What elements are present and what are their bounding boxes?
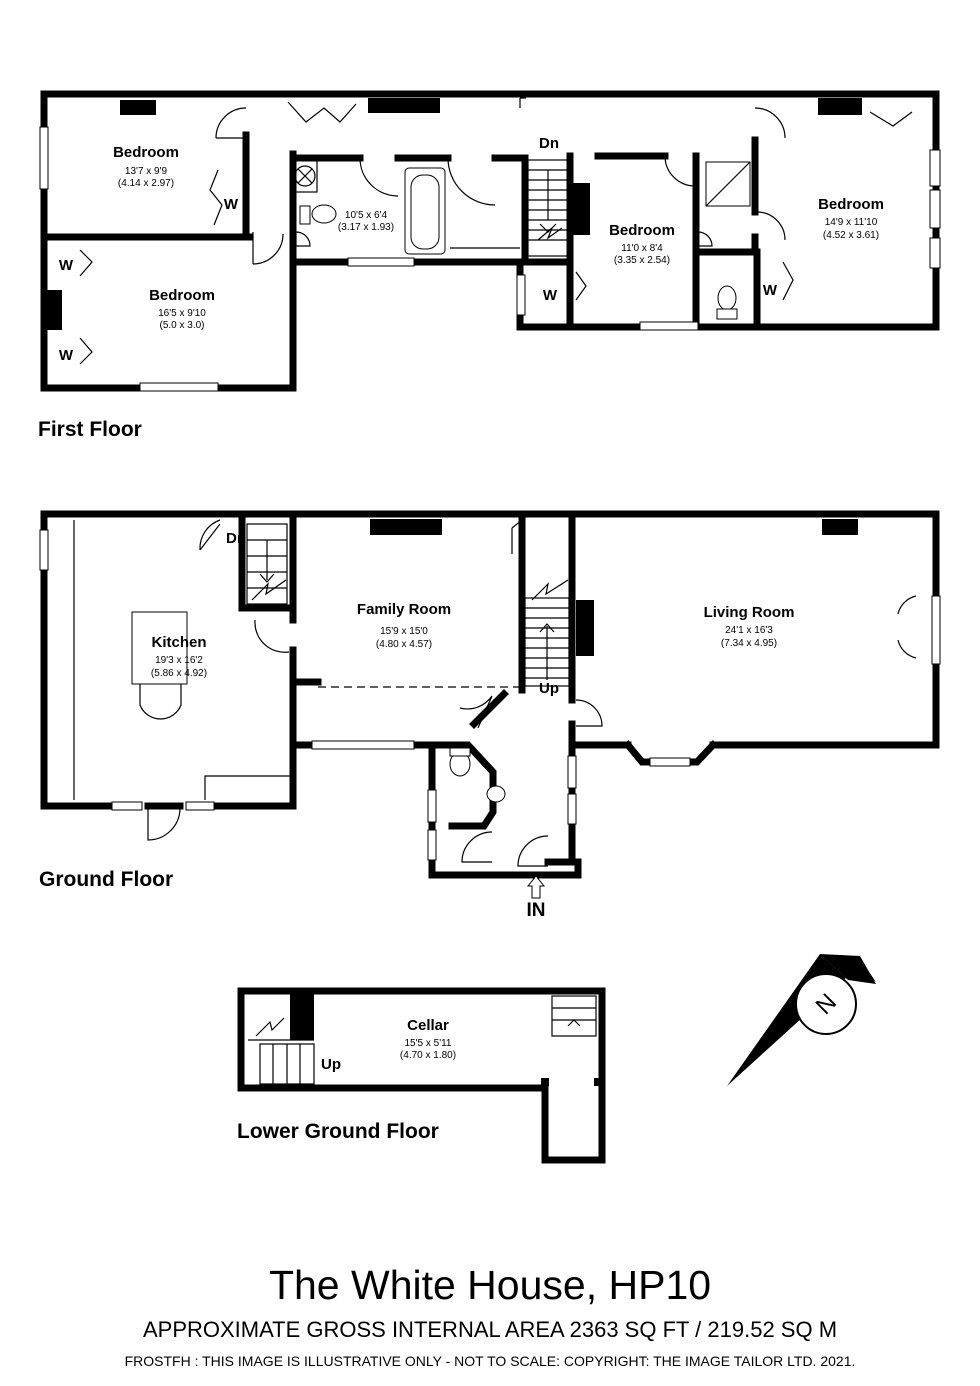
north-compass-icon: N bbox=[727, 954, 876, 1086]
wardrobe-label: W bbox=[763, 282, 778, 299]
stairs-up-label: Up bbox=[321, 1056, 341, 1073]
entrance-label: IN bbox=[527, 900, 546, 921]
room-metric-bedroom-1: (4.14 x 2.97) bbox=[118, 178, 174, 189]
ground-floor-labels: Kitchen 19'3 x 16'2 (5.86 x 4.92) Family… bbox=[151, 530, 794, 921]
first-floor-plan bbox=[39, 90, 941, 392]
room-dims-bathroom: 10'5 x 6'4 bbox=[345, 210, 388, 221]
stairs-down-label: Dn bbox=[539, 135, 559, 152]
room-dims-bedroom-1: 13'7 x 9'9 bbox=[125, 166, 168, 177]
room-name-family-room: Family Room bbox=[357, 601, 451, 618]
lower-ground-floor-plan bbox=[237, 987, 606, 1164]
room-dims-bedroom-3: 11'0 x 8'4 bbox=[621, 243, 663, 254]
floor-label-ground: Ground Floor bbox=[39, 868, 174, 891]
room-dims-family-room: 15'9 x 15'0 bbox=[380, 626, 428, 637]
room-name-cellar: Cellar bbox=[407, 1017, 449, 1034]
room-dims-kitchen: 19'3 x 16'2 bbox=[155, 655, 203, 666]
room-name-kitchen: Kitchen bbox=[151, 634, 206, 651]
room-name-bedroom-3: Bedroom bbox=[609, 222, 675, 239]
room-dims-bedroom-2: 16'5 x 9'10 bbox=[158, 308, 206, 319]
room-name-bedroom-4: Bedroom bbox=[818, 196, 884, 213]
ground-floor-plan bbox=[39, 510, 941, 899]
room-dims-living-room: 24'1 x 16'3 bbox=[725, 625, 773, 636]
wardrobe-label: W bbox=[59, 257, 74, 274]
room-name-living-room: Living Room bbox=[704, 604, 795, 621]
room-metric-living-room: (7.34 x 4.95) bbox=[721, 638, 777, 649]
room-dims-cellar: 15'5 x 5'11 bbox=[404, 1038, 451, 1049]
wardrobe-label: W bbox=[59, 347, 74, 364]
stairs-up-label: Up bbox=[539, 680, 559, 697]
wardrobe-label: W bbox=[224, 196, 239, 213]
wardrobe-label: W bbox=[543, 287, 558, 304]
room-metric-kitchen: (5.86 x 4.92) bbox=[151, 668, 207, 679]
room-name-bedroom-2: Bedroom bbox=[149, 287, 215, 304]
room-metric-bathroom: (3.17 x 1.93) bbox=[338, 222, 394, 233]
room-name-bedroom-1: Bedroom bbox=[113, 144, 179, 161]
room-metric-cellar: (4.70 x 1.80) bbox=[400, 1050, 456, 1061]
room-metric-bedroom-4: (4.52 x 3.61) bbox=[823, 230, 879, 241]
floor-label-lower-ground: Lower Ground Floor bbox=[237, 1120, 439, 1143]
copyright-disclaimer: FROSTFH : THIS IMAGE IS ILLUSTRATIVE ONL… bbox=[124, 1353, 856, 1369]
gross-area-text: APPROXIMATE GROSS INTERNAL AREA 2363 SQ … bbox=[142, 1317, 838, 1342]
stairs-down-label: Dn bbox=[226, 530, 246, 547]
first-floor-labels: Bedroom 13'7 x 9'9 (4.14 x 2.97) Bedroom… bbox=[59, 135, 884, 364]
room-metric-bedroom-2: (5.0 x 3.0) bbox=[159, 320, 204, 331]
lower-ground-floor-labels: Cellar 15'5 x 5'11 (4.70 x 1.80) Up bbox=[321, 1017, 456, 1073]
floor-label-first: First Floor bbox=[38, 418, 142, 441]
room-metric-bedroom-3: (3.35 x 2.54) bbox=[614, 255, 670, 266]
room-dims-bedroom-4: 14'9 x 11'10 bbox=[825, 217, 878, 228]
room-metric-family-room: (4.80 x 4.57) bbox=[376, 639, 432, 650]
property-title: The White House, HP10 bbox=[268, 1262, 712, 1308]
